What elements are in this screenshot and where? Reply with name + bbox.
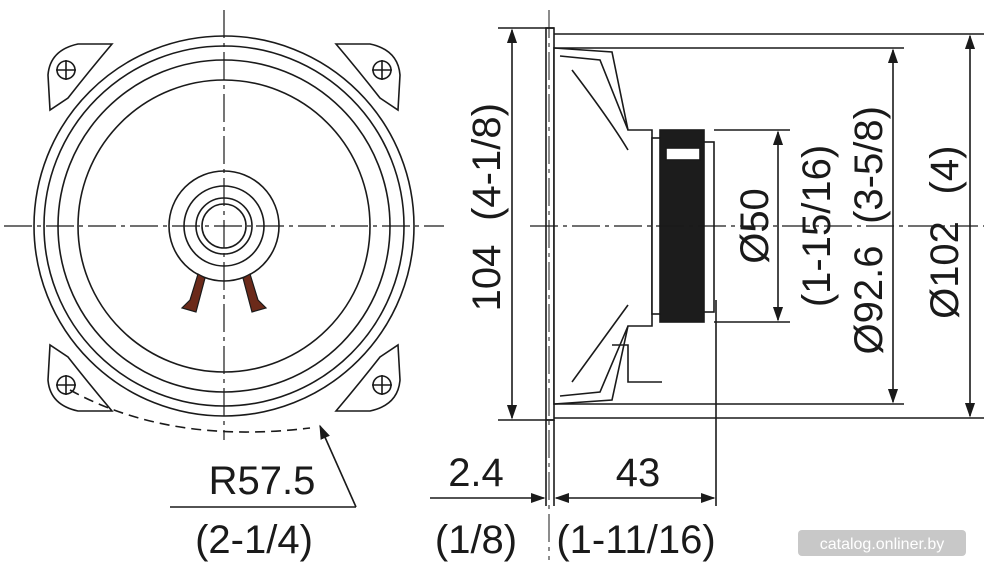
radius-metric-label: R57.5 [209, 459, 316, 503]
magnet-highlight [665, 147, 701, 161]
height-imperial-label: (4-1/8) [465, 103, 509, 221]
mounting-ear-bottom-left [47, 343, 114, 412]
basket-inner-lower [571, 304, 629, 383]
watermark: catalog.onliner.by [798, 530, 966, 556]
basket-body [553, 47, 653, 405]
mounting-ear-top-left [47, 43, 114, 112]
mount-depth-imperial-label: (1-11/16) [556, 518, 715, 562]
basket-inner-upper [571, 69, 629, 151]
mounting-ear-top-right [334, 43, 401, 112]
flange-plate [545, 27, 555, 421]
radius-leader [170, 424, 357, 508]
cutout-diameter-imperial-label: (3-5/8) [847, 106, 891, 224]
magnet-diameter-metric-label: Ø50 [733, 188, 777, 264]
terminal-left [180, 273, 206, 313]
terminal-right [242, 273, 268, 313]
flange-depth-metric-label: 2.4 [448, 451, 504, 495]
height-metric-label: 104 [465, 245, 509, 312]
basket-rib-lower [559, 325, 629, 397]
basket-rib-upper [559, 55, 629, 131]
outer-diameter-imperial-label: (4) [923, 146, 967, 195]
cutout-diameter-metric-label: Ø92.6 [847, 246, 891, 355]
terminal-bracket [612, 344, 662, 383]
watermark-background [798, 530, 966, 556]
side-view [498, 27, 984, 506]
dimension-arrows [430, 28, 976, 504]
tweeter-terminals [180, 273, 268, 313]
outer-diameter-metric-label: Ø102 [923, 221, 967, 319]
mounting-ear-bottom-right [334, 343, 401, 412]
flange-depth-imperial-label: (1/8) [435, 518, 517, 562]
watermark-text: catalog.onliner.by [820, 536, 945, 553]
magnet-plate-back [703, 141, 715, 313]
radius-imperial-label: (2-1/4) [195, 518, 313, 562]
radius-arc [69, 389, 311, 433]
magnet-diameter-imperial-label: (1-15/16) [795, 145, 839, 307]
front-view [4, 10, 444, 440]
mount-depth-metric-label: 43 [616, 451, 661, 495]
